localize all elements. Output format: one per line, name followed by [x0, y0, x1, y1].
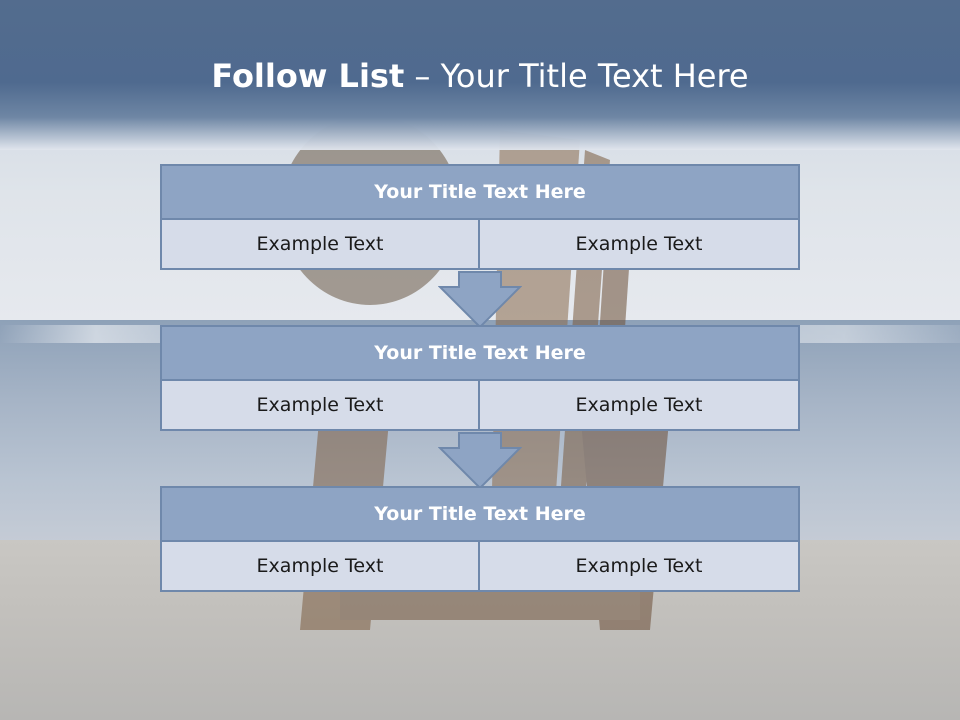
- down-arrow-icon: [438, 271, 522, 329]
- down-arrow-icon: [438, 432, 522, 490]
- step-3-right-text: Example Text: [480, 542, 800, 592]
- list-step-1: Your Title Text Here Example Text Exampl…: [160, 164, 800, 270]
- list-step-2: Your Title Text Here Example Text Exampl…: [160, 325, 800, 431]
- step-1-title: Your Title Text Here: [160, 164, 800, 220]
- step-3-row: Example Text Example Text: [160, 542, 800, 592]
- step-3-left-text: Example Text: [160, 542, 480, 592]
- step-3-title: Your Title Text Here: [160, 486, 800, 542]
- step-2-right-text: Example Text: [480, 381, 800, 431]
- step-2-row: Example Text Example Text: [160, 381, 800, 431]
- title-bold-part: Follow List: [211, 57, 405, 95]
- page-title: Follow List – Your Title Text Here: [0, 52, 960, 100]
- title-band: [0, 0, 960, 150]
- step-2-title: Your Title Text Here: [160, 325, 800, 381]
- step-1-row: Example Text Example Text: [160, 220, 800, 270]
- step-1-right-text: Example Text: [480, 220, 800, 270]
- step-2-left-text: Example Text: [160, 381, 480, 431]
- step-1-left-text: Example Text: [160, 220, 480, 270]
- title-rest-part: – Your Title Text Here: [404, 57, 749, 95]
- list-step-3: Your Title Text Here Example Text Exampl…: [160, 486, 800, 592]
